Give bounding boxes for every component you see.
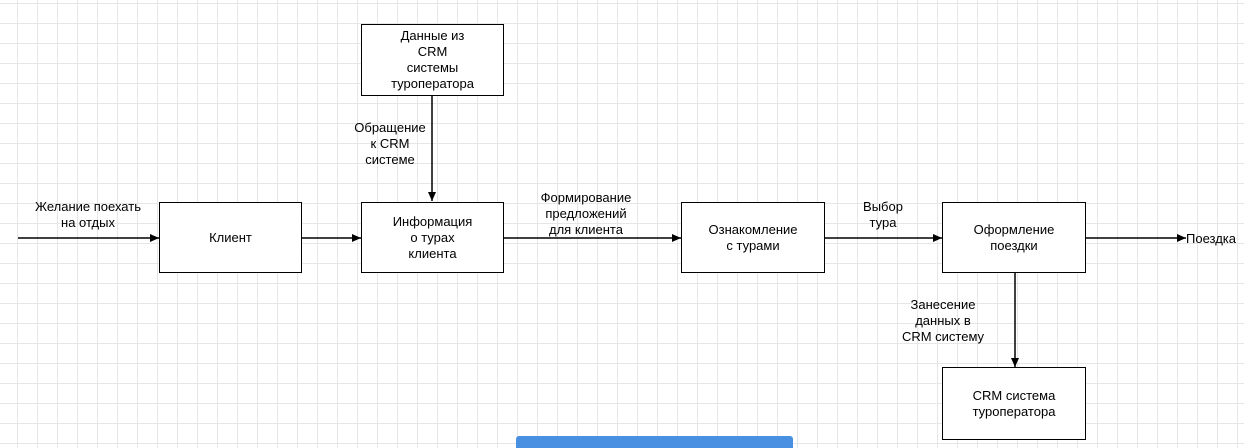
label-trip: Поездка — [1186, 231, 1236, 246]
node-client[interactable]: Клиент — [159, 202, 302, 273]
label-choice: Выбор тура — [863, 199, 903, 230]
label-offers: Формирование предложений для клиента — [540, 190, 632, 237]
label-desire: Желание поехать на отдых — [35, 199, 141, 230]
label-crm-entry: Занесение данных в CRM систему — [901, 297, 985, 344]
node-info[interactable]: Информация о турах клиента — [361, 202, 504, 273]
node-review[interactable]: Ознакомление с турами — [681, 202, 825, 273]
node-crm-data[interactable]: Данные из CRM системы туроператора — [361, 24, 504, 96]
node-crm-system[interactable]: CRM система туроператора — [942, 367, 1086, 440]
label-crm-request: Обращение к CRM системе — [354, 120, 426, 167]
node-booking[interactable]: Оформление поездки — [942, 202, 1086, 273]
bottom-toolbar-edge[interactable] — [516, 436, 793, 448]
